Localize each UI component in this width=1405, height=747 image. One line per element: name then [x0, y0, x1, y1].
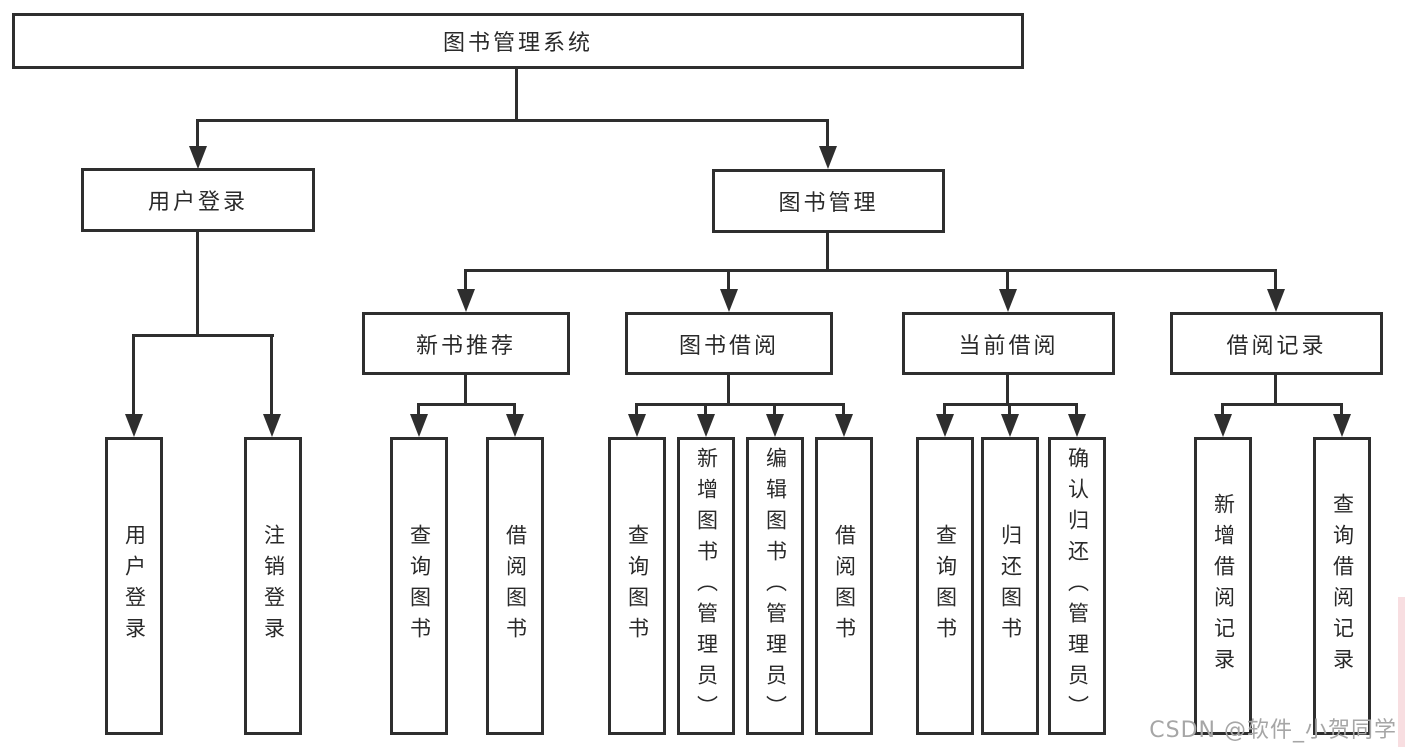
arrow-down-icon [1068, 414, 1086, 437]
tree-edge-line [826, 119, 829, 148]
leaf-add-book-admin: 新增图书（管理员） [677, 437, 735, 735]
leaf-label: 归还图书 [998, 524, 1023, 648]
leaf-edit-book-admin: 编辑图书（管理员） [746, 437, 804, 735]
tree-edge-line [1075, 403, 1078, 417]
arrow-down-icon [189, 146, 207, 169]
tree-edge-line [826, 233, 829, 271]
arrow-down-icon [506, 414, 524, 437]
tree-edge-line [197, 119, 829, 122]
tree-edge-line [417, 403, 420, 417]
tree-edge-line [943, 403, 946, 417]
tree-edge-line [1274, 269, 1277, 291]
node-current-borrow: 当前借阅 [902, 312, 1115, 375]
tree-edge-line [417, 403, 516, 406]
leaf-label: 查询图书 [933, 524, 958, 648]
arrow-down-icon [819, 146, 837, 169]
leaf-label: 新增图书（管理员） [694, 446, 719, 726]
csdn-watermark-strip [1398, 597, 1405, 747]
leaf-add-borrow-record: 新增借阅记录 [1194, 437, 1252, 735]
leaf-label: 借阅图书 [832, 524, 857, 648]
leaf-query-book-recommend: 查询图书 [390, 437, 448, 735]
tree-edge-line [704, 403, 707, 417]
tree-edge-line [635, 403, 638, 417]
arrow-down-icon [263, 414, 281, 437]
leaf-label: 编辑图书（管理员） [763, 446, 788, 726]
arrow-down-icon [936, 414, 954, 437]
tree-edge-line [1274, 375, 1277, 405]
tree-edge-line [133, 334, 274, 337]
node-new-book-recommend: 新书推荐 [362, 312, 570, 375]
arrow-down-icon [457, 289, 475, 312]
tree-edge-line [132, 334, 135, 416]
tree-edge-line [727, 269, 730, 291]
arrow-down-icon [628, 414, 646, 437]
tree-edge-line [1008, 403, 1011, 417]
tree-edge-line [1221, 403, 1343, 406]
tree-edge-line [464, 269, 1277, 272]
leaf-return-book: 归还图书 [981, 437, 1039, 735]
leaf-label: 借阅图书 [503, 524, 528, 648]
leaf-label: 查询图书 [407, 524, 432, 648]
arrow-down-icon [1214, 414, 1232, 437]
tree-edge-line [464, 269, 467, 291]
arrow-down-icon [999, 289, 1017, 312]
leaf-label: 查询图书 [625, 524, 650, 648]
arrow-down-icon [1267, 289, 1285, 312]
node-library-system: 图书管理系统 [12, 13, 1024, 69]
tree-edge-line [513, 403, 516, 417]
tree-edge-line [1006, 375, 1009, 405]
leaf-query-book-borrow: 查询图书 [608, 437, 666, 735]
leaf-label: 查询借阅记录 [1330, 493, 1355, 679]
arrow-down-icon [1333, 414, 1351, 437]
csdn-watermark: CSDN @软件_小贺同学 [1149, 718, 1397, 743]
leaf-label: 新增借阅记录 [1211, 493, 1236, 679]
leaf-label: 用户登录 [122, 524, 147, 648]
arrow-down-icon [1001, 414, 1019, 437]
arrow-down-icon [720, 289, 738, 312]
leaf-logout: 注销登录 [244, 437, 302, 735]
tree-edge-line [270, 334, 273, 416]
arrow-down-icon [766, 414, 784, 437]
tree-edge-line [1221, 403, 1224, 417]
tree-edge-line [1006, 269, 1009, 291]
tree-edge-line [842, 403, 845, 417]
tree-edge-line [515, 69, 518, 120]
leaf-borrow-book: 借阅图书 [815, 437, 873, 735]
leaf-query-borrow-record: 查询借阅记录 [1313, 437, 1371, 735]
tree-edge-line [1340, 403, 1343, 417]
leaf-borrow-book-recommend: 借阅图书 [486, 437, 544, 735]
tree-edge-line [727, 375, 730, 405]
node-borrow-records: 借阅记录 [1170, 312, 1383, 375]
leaf-confirm-return-admin: 确认归还（管理员） [1048, 437, 1106, 735]
node-book-borrow: 图书借阅 [625, 312, 833, 375]
arrow-down-icon [835, 414, 853, 437]
tree-edge-line [464, 375, 467, 405]
node-user-login-branch: 用户登录 [81, 168, 315, 232]
arrow-down-icon [410, 414, 428, 437]
node-book-management-branch: 图书管理 [712, 169, 945, 233]
leaf-query-book-current: 查询图书 [916, 437, 974, 735]
tree-edge-line [196, 232, 199, 336]
tree-edge-line [635, 403, 845, 406]
tree-edge-line [196, 119, 199, 148]
arrow-down-icon [697, 414, 715, 437]
leaf-user-login: 用户登录 [105, 437, 163, 735]
leaf-label: 注销登录 [261, 524, 286, 648]
arrow-down-icon [125, 414, 143, 437]
leaf-label: 确认归还（管理员） [1065, 446, 1090, 726]
tree-edge-line [773, 403, 776, 417]
